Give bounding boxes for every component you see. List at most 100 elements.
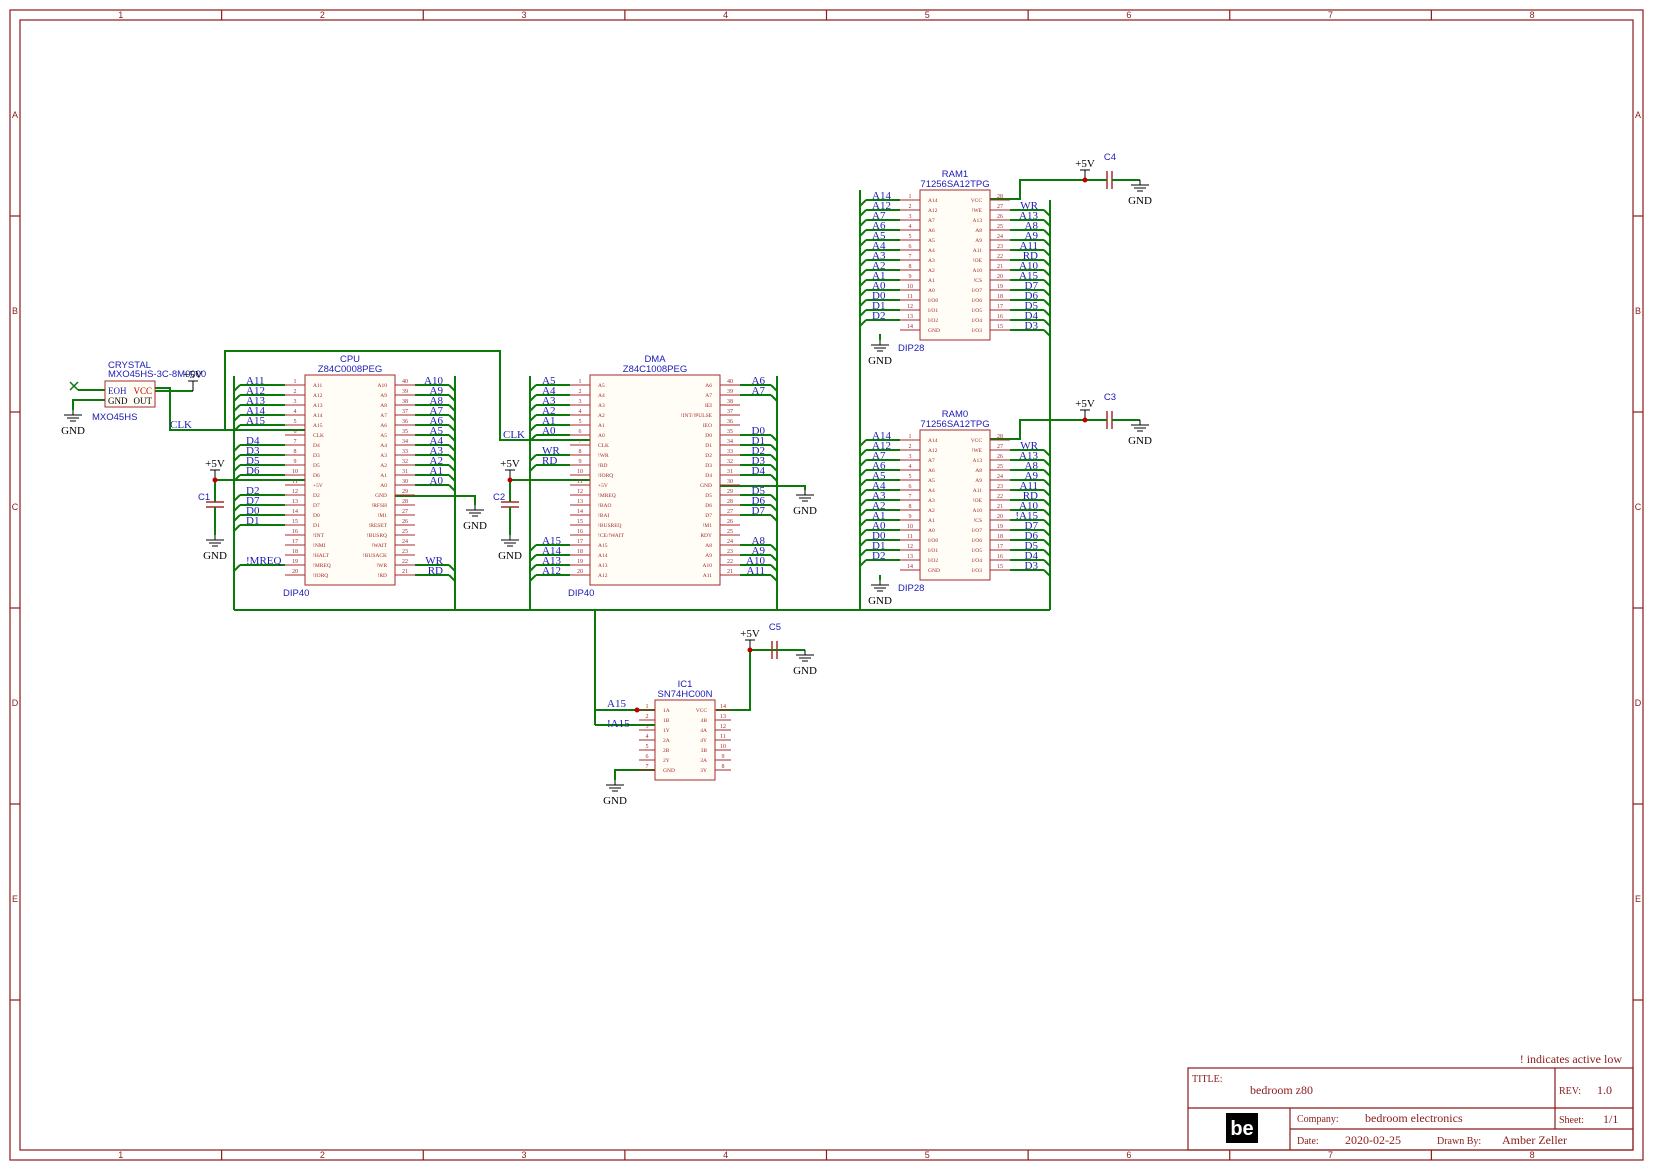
pin-name: A13: [973, 218, 983, 224]
net-label: A12: [872, 200, 891, 212]
pin-number: 38: [402, 399, 408, 405]
pin-name: !M1: [703, 523, 713, 529]
pin-name: A9: [705, 553, 712, 559]
pin-name: +5V: [313, 483, 323, 489]
net-label: D7: [1025, 280, 1039, 292]
pin-name: !IORQ: [598, 473, 613, 479]
bus-entry: [1043, 269, 1051, 277]
net-label: A1: [542, 415, 555, 427]
pin-number: 28: [997, 434, 1003, 440]
net-label: A3: [872, 490, 886, 502]
bus-entry: [859, 309, 867, 317]
clock-net-label: CLK: [170, 419, 192, 431]
pin-name: !RFSH: [371, 503, 387, 509]
capacitor-c5: C5: [750, 622, 805, 659]
capacitor-c1: C1: [198, 480, 224, 535]
pin-name: I/O0: [928, 538, 938, 544]
net-label: D5: [1025, 540, 1039, 552]
net-label: A3: [542, 395, 556, 407]
power-label: +5V: [1075, 398, 1095, 410]
pin-name: A7: [705, 393, 712, 399]
bus-entry: [233, 404, 241, 412]
bus-entry: [859, 439, 867, 447]
pin-name: !WAIT: [371, 543, 387, 549]
pin-name: I/O4: [972, 558, 982, 564]
bus-entry: [233, 424, 241, 432]
pin-name: A8: [380, 403, 387, 409]
title-value: bedroom z80: [1250, 1083, 1313, 1097]
pin-name: !BAO: [598, 503, 611, 509]
pin-number: 9: [722, 754, 725, 760]
pin-number: 16: [997, 314, 1003, 320]
ground-symbol: GND: [1128, 180, 1152, 207]
pin-number: 30: [402, 479, 408, 485]
pin-number: 1: [294, 379, 297, 385]
ground-label: GND: [793, 665, 817, 677]
pin-number: 2: [909, 204, 912, 210]
pin-number: 13: [907, 314, 913, 320]
pin-number: 3: [294, 399, 297, 405]
date-value: 2020-02-25: [1345, 1133, 1401, 1147]
bus-entry: [233, 414, 241, 422]
pin-name: A13: [973, 458, 983, 464]
pin-number: 24: [402, 539, 408, 545]
net-label: A10: [1019, 500, 1038, 512]
pin-number: 31: [727, 469, 733, 475]
ground-symbol: GND: [793, 650, 817, 677]
bus-entry: [448, 444, 456, 452]
net-label: A12: [542, 565, 561, 577]
pin-name: 4B: [701, 718, 708, 724]
pin-number: 10: [577, 469, 583, 475]
net-label: D7: [752, 505, 766, 517]
zone-row-right: A: [1635, 110, 1641, 120]
ram0-chip-part-number: 71256SA12TPG: [920, 419, 989, 430]
pin-number: 18: [997, 534, 1003, 540]
ground-label: GND: [868, 355, 892, 367]
net-label: A15: [542, 535, 561, 547]
pin-name: !BUSACK: [363, 553, 387, 559]
net-label: A15: [607, 698, 626, 710]
zone-row-right: E: [1635, 894, 1641, 904]
pin-name: A8: [975, 228, 982, 234]
zone-col-bottom: 7: [1328, 1150, 1333, 1160]
pin-number: 4: [909, 224, 912, 230]
pin-number: 27: [402, 509, 408, 515]
sheet-label: Sheet:: [1559, 1115, 1584, 1126]
net-label: A9: [1025, 230, 1039, 242]
pin-name: !CS: [973, 518, 982, 524]
pin-number: 11: [577, 479, 583, 485]
pin-number: 40: [727, 379, 733, 385]
bus-entry: [233, 514, 241, 522]
bus-entry: [859, 559, 867, 567]
dma-chip-package: DIP40: [568, 588, 594, 599]
net-label: D1: [752, 435, 765, 447]
net-label: A13: [542, 555, 561, 567]
zone-row-left: E: [12, 894, 18, 904]
pin-name: A5: [598, 383, 605, 389]
bus-entry: [529, 404, 537, 412]
pin-number: 9: [909, 514, 912, 520]
pin-number: 1: [909, 194, 912, 200]
capacitor-reference: C2: [493, 492, 505, 503]
zone-col-top: 1: [118, 10, 123, 20]
pin-name: D7: [705, 513, 712, 519]
pin-number: 9: [909, 274, 912, 280]
bus-entry: [770, 434, 778, 442]
net-label: A6: [430, 415, 444, 427]
pin-name: I/O6: [972, 538, 982, 544]
pin-name: A6: [380, 423, 387, 429]
drawn-by-label: Drawn By:: [1437, 1136, 1481, 1147]
pin-name: A5: [380, 433, 387, 439]
pin-name: I/O3: [972, 328, 982, 334]
net-label: A1: [872, 510, 885, 522]
pin-name: A14: [598, 553, 608, 559]
bus-entry: [1043, 459, 1051, 467]
net-label: A2: [542, 405, 555, 417]
bus-entry: [859, 519, 867, 527]
ic1-chip: IC1SN74HC00N11A14VCC21B134B31Y124A42A114…: [607, 679, 731, 781]
bus-entry: [1043, 259, 1051, 267]
pin-number: 30: [727, 479, 733, 485]
pin-name: !RESET: [368, 523, 387, 529]
net-label: A2: [430, 455, 443, 467]
